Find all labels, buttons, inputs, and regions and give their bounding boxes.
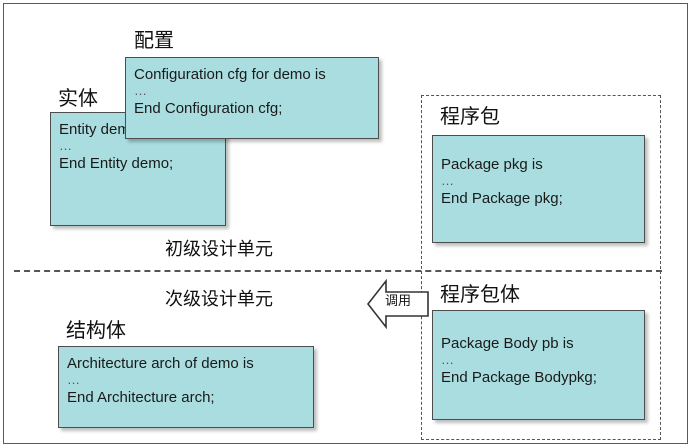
package-body-box: Package Body pb is … End Package Bodypkg… [432, 310, 645, 420]
package-body-box-line1: Package Body pb is [441, 335, 574, 352]
config-box-line3: End Configuration cfg; [134, 100, 283, 117]
package-box-line1: Package pkg is [441, 156, 543, 173]
config-box-ellipsis: … [134, 83, 147, 98]
config-box: Configuration cfg for demo is … End Conf… [125, 57, 379, 139]
package-body-label: 程序包体 [440, 282, 520, 306]
architecture-box: Architecture arch of demo is … End Archi… [58, 346, 314, 428]
architecture-box-line1: Architecture arch of demo is [67, 355, 254, 372]
entity-box-ellipsis: … [59, 138, 72, 153]
package-box-ellipsis: … [441, 173, 454, 188]
entity-box-line3: End Entity demo; [59, 155, 174, 172]
architecture-box-ellipsis: … [67, 372, 80, 387]
package-label: 程序包 [440, 104, 500, 128]
config-box-line1: Configuration cfg for demo is [134, 66, 326, 83]
call-label: 调用 [385, 294, 412, 309]
architecture-label: 结构体 [66, 318, 126, 342]
package-enclosure [421, 95, 661, 440]
primary-units-label: 初级设计单元 [165, 239, 273, 260]
units-separator [14, 270, 662, 272]
secondary-units-label: 次级设计单元 [165, 289, 273, 310]
package-box-line3: End Package pkg; [441, 190, 563, 207]
package-body-box-ellipsis: … [441, 352, 454, 367]
package-body-box-line3: End Package Bodypkg; [441, 369, 597, 386]
config-label: 配置 [134, 28, 174, 52]
architecture-box-line3: End Architecture arch; [67, 389, 215, 406]
package-box: Package pkg is … End Package pkg; [432, 135, 645, 243]
diagram-frame [3, 3, 688, 444]
call-arrow-icon [366, 279, 429, 329]
entity-label: 实体 [58, 86, 98, 110]
